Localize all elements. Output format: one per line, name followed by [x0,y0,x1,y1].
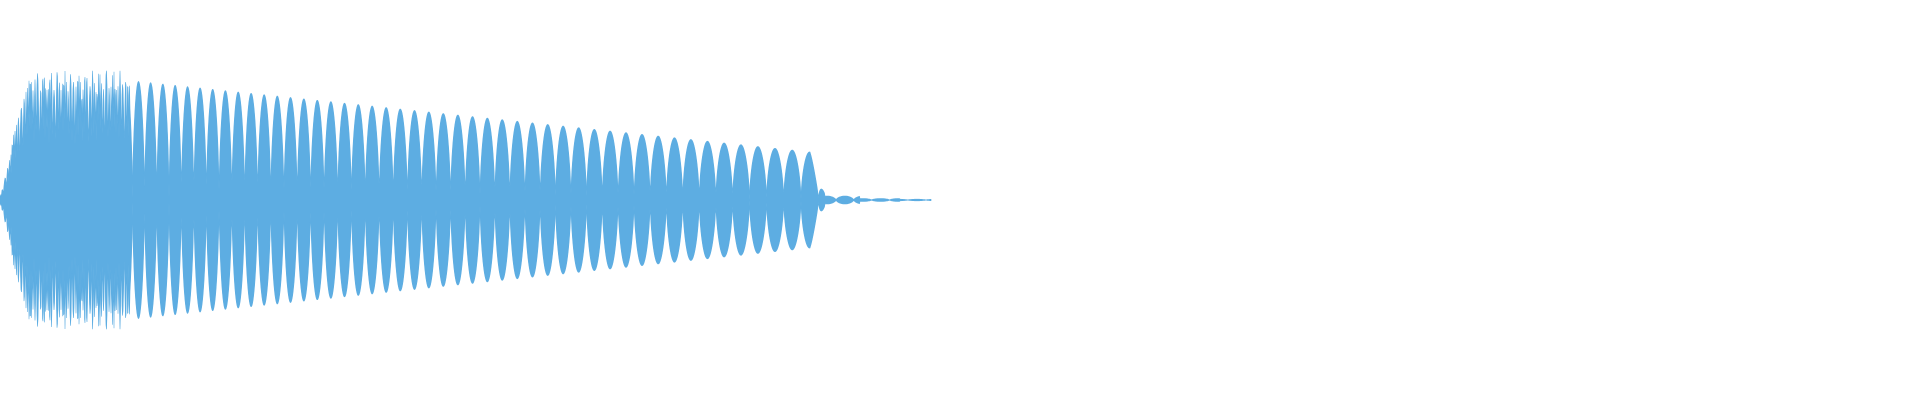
waveform-shape [0,70,932,330]
